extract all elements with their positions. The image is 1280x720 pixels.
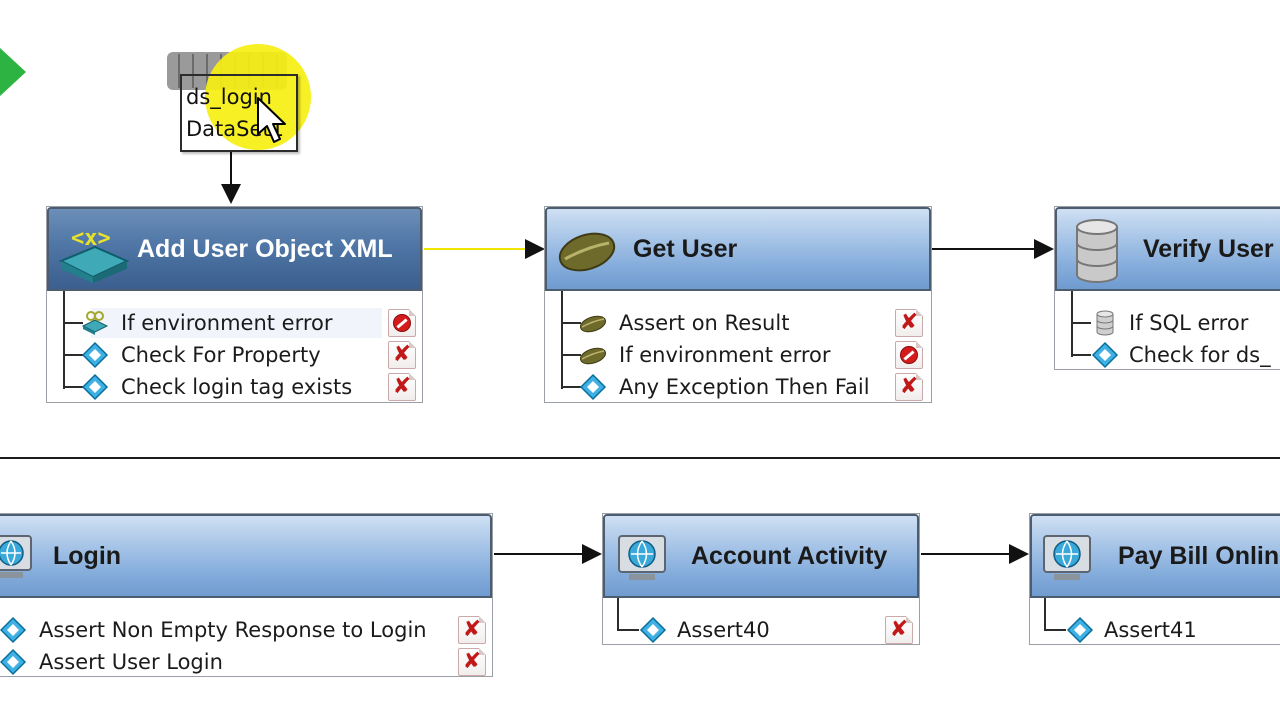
fail-status-button[interactable]: ✘ [458,616,486,644]
fail-status-button[interactable]: ✘ [388,341,416,369]
step-title: Add User Object XML [137,235,393,263]
java-bean-icon [579,347,607,365]
step-pay-bill-online[interactable]: Pay Bill Online Assert41 [1029,513,1280,645]
step-title: Get User [633,235,738,263]
step-title: Pay Bill Online [1118,542,1280,570]
fail-x-icon: ✘ [899,310,919,335]
fail-status-button[interactable]: ✘ [388,373,416,401]
database-icon [1076,219,1118,283]
stop-icon [393,314,411,332]
step-verify-user[interactable]: Verify User If SQL error Check for ds [1054,206,1280,370]
web-service-icon [1043,535,1091,580]
diamond-assert-icon [81,341,109,369]
xml-object-icon [81,311,109,335]
fail-x-icon: ✘ [392,342,412,367]
fail-x-icon: ✘ [462,617,482,642]
assertion-label: Assert40 [677,618,770,642]
mouse-pointer-icon [257,97,286,143]
assertion-row[interactable]: Assert Non Empty Response to Login ✘ [0,614,492,646]
assertion-row[interactable]: Check login tag exists ✘ [47,371,422,403]
assertion-label: Assert User Login [39,650,223,674]
assertion-label: Check login tag exists [121,375,353,399]
stop-status-button[interactable] [895,341,923,369]
fail-x-icon: ✘ [392,374,412,399]
diamond-assert-icon [81,373,109,401]
step-header[interactable]: Verify User [1055,207,1280,291]
diamond-assert-icon [0,648,27,676]
start-node-icon[interactable] [0,48,26,96]
assertion-row[interactable]: Assert41 [1030,614,1280,646]
step-header[interactable]: <x> Add User Object XML [47,207,422,291]
fail-status-button[interactable]: ✘ [895,309,923,337]
fail-status-button[interactable]: ✘ [458,648,486,676]
assertion-row[interactable]: If SQL error [1055,307,1280,339]
diamond-assert-icon [579,373,607,401]
xml-object-icon: <x> [58,226,129,283]
step-header[interactable]: Login [0,514,492,598]
assertion-label: Assert on Result [619,311,790,335]
web-service-icon [618,535,666,580]
fail-status-button[interactable]: ✘ [895,373,923,401]
assertion-row[interactable]: Assert on Result ✘ [545,307,931,339]
diamond-assert-icon [1091,341,1119,369]
assertion-label: Any Exception Then Fail [619,375,870,399]
svg-text:<x>: <x> [71,226,111,251]
stop-icon [900,346,918,364]
fail-status-button[interactable]: ✘ [885,616,913,644]
assertion-row[interactable]: Any Exception Then Fail ✘ [545,371,931,403]
assertion-row[interactable]: Check For Property ✘ [47,339,422,371]
step-title: Verify User [1143,235,1274,263]
diamond-assert-icon [1066,616,1094,644]
diamond-assert-icon [0,616,27,644]
fail-x-icon: ✘ [889,617,909,642]
assertion-row[interactable]: If environment error [545,339,931,371]
assertion-label: If environment error [619,343,831,367]
step-title: Login [53,542,122,570]
stop-status-button[interactable] [388,309,416,337]
step-get-user[interactable]: Get User Assert on Result ✘ If environme [544,206,932,403]
step-add-user-object-xml[interactable]: <x> Add User Object XML If environment e… [46,206,423,403]
assertion-row[interactable]: Assert40 ✘ [603,614,919,646]
fail-x-icon: ✘ [899,374,919,399]
assertion-label: Assert Non Empty Response to Login [39,618,427,642]
step-account-activity[interactable]: Account Activity Assert40 ✘ [602,513,920,645]
assertion-label: Check for ds_ [1129,343,1271,367]
step-title: Account Activity [691,542,888,570]
assertion-row[interactable]: Check for ds_ [1055,339,1280,371]
diamond-assert-icon [639,616,667,644]
database-icon [1096,310,1114,336]
step-header[interactable]: Account Activity [603,514,919,598]
web-service-icon [0,535,32,578]
assertion-row[interactable]: If environment error [47,307,422,339]
step-login[interactable]: Login Assert Non Empty Response to Login… [0,513,493,677]
assertion-label: Check For Property [121,343,321,367]
assertion-label: If SQL error [1129,311,1249,335]
assertion-row[interactable]: Assert User Login ✘ [0,646,492,678]
assertion-label: Assert41 [1104,618,1197,642]
fail-x-icon: ✘ [462,649,482,674]
step-header[interactable]: Get User [545,207,931,291]
java-bean-icon [558,232,616,272]
java-bean-icon [579,315,607,333]
row-divider [0,457,1280,459]
step-header[interactable]: Pay Bill Online [1030,514,1280,598]
assertion-label: If environment error [121,311,333,335]
